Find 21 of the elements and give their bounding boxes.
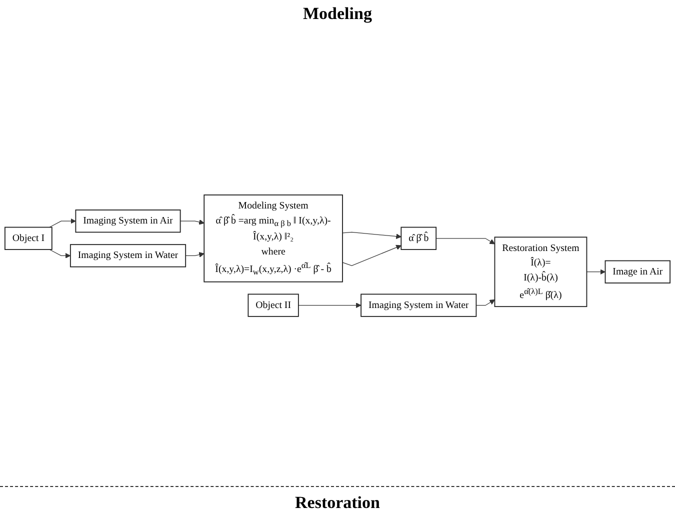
node-box: α̂ β̂ b̂ bbox=[400, 227, 437, 250]
node-box: Imaging System in Air bbox=[75, 210, 181, 233]
arrow bbox=[185, 252, 204, 258]
node-box: Object I bbox=[4, 227, 52, 250]
arrow bbox=[586, 269, 606, 275]
arrow bbox=[436, 238, 495, 245]
node-box: Modeling System α̂ β̂ b̂ =arg min$_{α β b}$ ‖ I(x,y,λ)-Î(x,y,λ) ‖²₂ where Î(x,y,λ)=I$_{w}$(x,y,z,λ) ·e$^{α̂L}$ β̂ - b̂ bbox=[204, 194, 343, 283]
node-box: Imaging System in Water bbox=[70, 244, 186, 268]
section-heading: Restoration bbox=[295, 493, 380, 513]
node-box: Object II bbox=[248, 294, 299, 318]
node-box: Image in Air bbox=[604, 260, 670, 284]
arrow bbox=[49, 250, 71, 259]
arrow bbox=[342, 245, 402, 266]
node-box: Imaging System in Water bbox=[360, 294, 477, 318]
node-box: Restoration System Î(λ)= I(λ)-b̂(λ) e$^{α̂(λ)L}$ β̂(λ) bbox=[494, 237, 588, 308]
section-heading: Modeling bbox=[303, 4, 372, 24]
arrow bbox=[180, 220, 204, 226]
arrow bbox=[476, 300, 495, 306]
arrow bbox=[298, 302, 362, 308]
arrow bbox=[49, 218, 76, 228]
arrow bbox=[342, 232, 402, 240]
